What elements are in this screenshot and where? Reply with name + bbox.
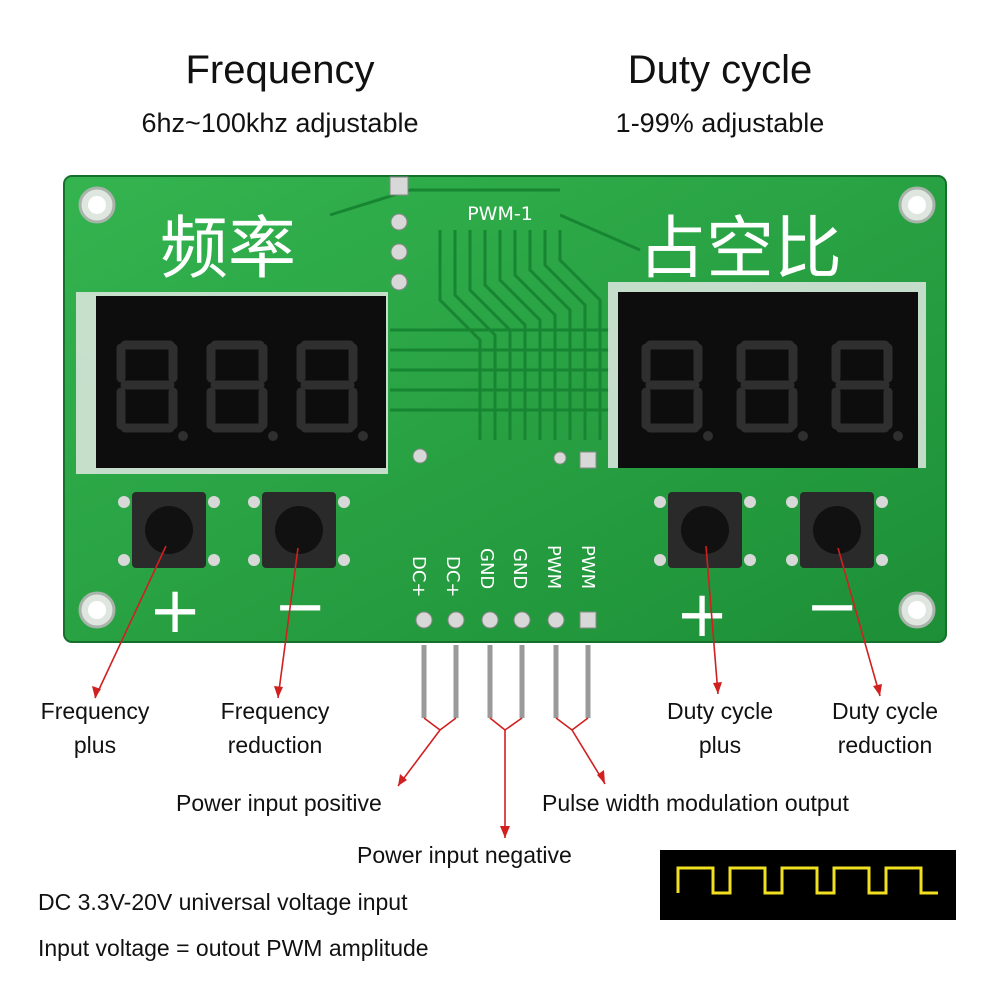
- header-pins: [421, 645, 591, 718]
- callout-pwm-output: Pulse width modulation output: [542, 790, 849, 816]
- callout-freq-plus-line1: Frequency: [40, 698, 150, 724]
- pin-label-3: GND: [476, 548, 497, 589]
- pin-pads: [415, 611, 597, 629]
- freq-label-cn: 频率: [160, 210, 296, 289]
- pin-label-6: PWM: [577, 545, 598, 589]
- duty-range: 1-99% adjustable: [615, 108, 825, 138]
- callout-freq-reduction-line1: Frequency: [220, 698, 330, 724]
- top-pads: [389, 176, 597, 469]
- callout-power-positive: Power input positive: [176, 790, 382, 816]
- mounting-holes: [78, 186, 936, 629]
- callout-duty-plus-line2: plus: [698, 732, 742, 758]
- frequency-display: [76, 292, 388, 474]
- note-voltage-range: DC 3.3V-20V universal voltage input: [38, 889, 408, 915]
- callout-duty-reduction-line1: Duty cycle: [831, 698, 939, 724]
- callout-duty-plus: Duty cycle plus: [640, 694, 800, 762]
- callout-duty-plus-line1: Duty cycle: [666, 698, 774, 724]
- callout-freq-reduction: Frequency reduction: [195, 694, 355, 762]
- freq-minus-symbol: −: [273, 570, 327, 644]
- pin-label-2: DC+: [442, 556, 463, 598]
- duty-minus-button[interactable]: [786, 492, 888, 568]
- duty-label-cn: 占空比: [638, 210, 842, 289]
- pin-label-1: DC+: [408, 556, 429, 598]
- duty-plus-button[interactable]: [654, 492, 756, 568]
- pin-labels: DC+ DC+ GND GND PWM PWM: [408, 545, 598, 598]
- frequency-title: Frequency: [185, 48, 375, 92]
- freq-plus-button[interactable]: [118, 492, 220, 568]
- duty-plus-symbol: +: [675, 578, 729, 652]
- callout-duty-reduction: Duty cycle reduction: [805, 694, 965, 762]
- duty-minus-symbol: −: [805, 570, 859, 644]
- pin-label-5: PWM: [543, 545, 564, 589]
- duty-title: Duty cycle: [627, 48, 813, 92]
- freq-plus-symbol: +: [148, 574, 202, 648]
- arrowheads: [92, 682, 882, 838]
- callout-freq-reduction-line2: reduction: [227, 732, 323, 758]
- duty-display: [608, 282, 926, 468]
- pcb-traces: [329, 188, 641, 440]
- callout-duty-reduction-line2: reduction: [837, 732, 933, 758]
- note-amplitude: Input voltage = outout PWM amplitude: [38, 935, 429, 961]
- pin-label-4: GND: [509, 548, 530, 589]
- callout-freq-plus-line2: plus: [73, 732, 117, 758]
- pwm-waveform: [660, 850, 956, 920]
- callout-power-negative: Power input negative: [357, 842, 572, 868]
- board-model-label: PWM-1: [467, 203, 533, 225]
- callout-freq-plus: Frequency plus: [20, 694, 170, 762]
- frequency-range: 6hz~100khz adjustable: [141, 108, 419, 138]
- freq-minus-button[interactable]: [248, 492, 350, 568]
